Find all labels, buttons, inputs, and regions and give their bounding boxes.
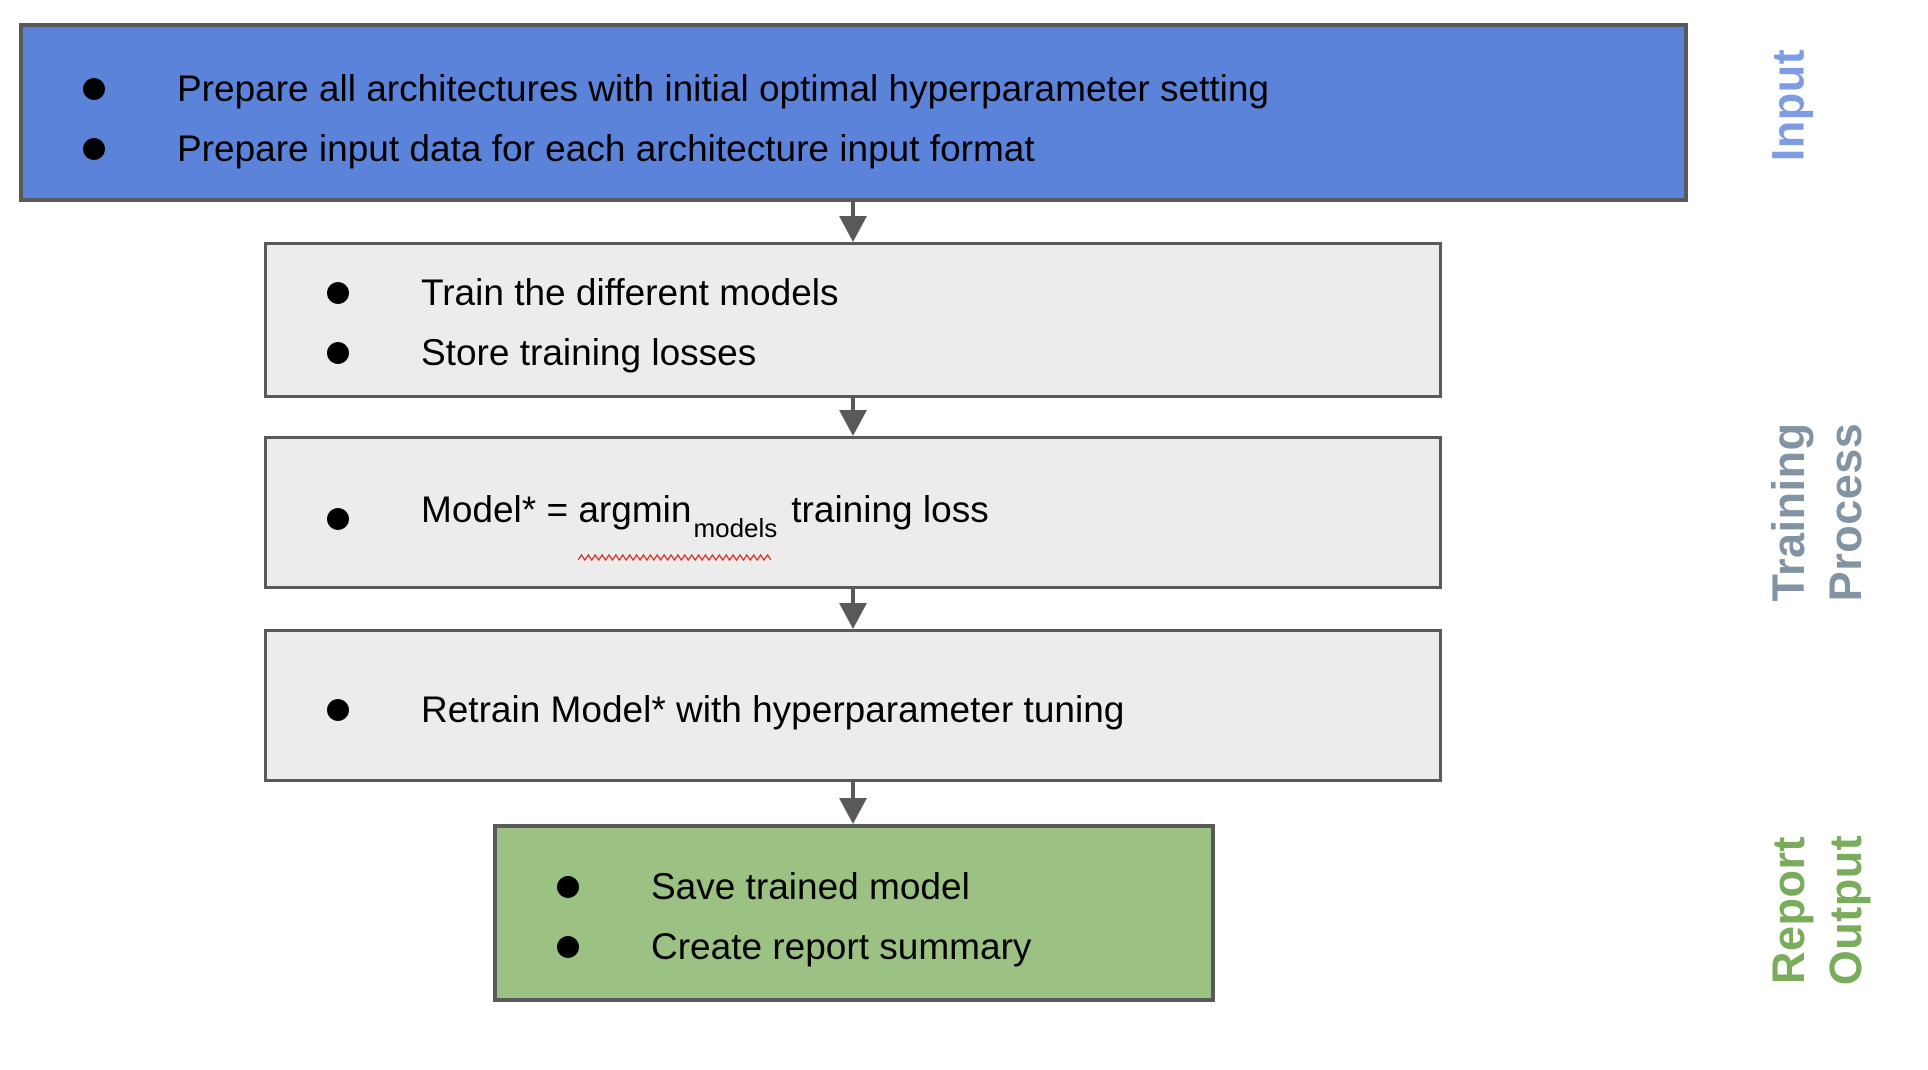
list-item-text: Prepare input data for each architecture… <box>177 128 1035 169</box>
equation-suffix: training loss <box>791 489 989 530</box>
arrow-stem <box>851 396 855 410</box>
flow-step-select-model: Model* = argminmodels training loss <box>264 436 1442 589</box>
list-item-text: Save trained model <box>651 866 970 907</box>
stage-label-input: Input <box>1762 48 1814 162</box>
stage-label-training-process: Training Process <box>1763 422 1871 602</box>
list-item-text: Create report summary <box>651 926 1032 967</box>
flow-step-retrain: Retrain Model* with hyperparameter tunin… <box>264 629 1442 782</box>
flow-step-output: Save trained model Create report summary <box>493 824 1215 1002</box>
argmin-operator: argmin <box>578 489 692 530</box>
arrow-head <box>839 603 867 629</box>
list-item: Save trained model <box>497 857 1211 917</box>
list-item: Store training losses <box>267 323 1439 383</box>
flow-arrow-down-icon <box>839 396 867 436</box>
list-item: Retrain Model* with hyperparameter tunin… <box>267 680 1439 740</box>
list-item-text: Store training losses <box>421 332 757 373</box>
spellcheck-squiggle-icon <box>578 553 772 562</box>
equation: Model* = argminmodels training loss <box>421 480 989 562</box>
flow-arrow-down-icon <box>839 782 867 824</box>
list-item-text: Prepare all architectures with initial o… <box>177 68 1270 109</box>
bullet-icon <box>327 508 349 530</box>
list-item: Prepare all architectures with initial o… <box>23 59 1684 119</box>
list-item: Model* = argminmodels training loss <box>267 489 1439 562</box>
bullet-icon <box>557 936 579 958</box>
list-item-text: Retrain Model* with hyperparameter tunin… <box>421 689 1125 730</box>
bullet-icon <box>557 876 579 898</box>
equation-prefix: Model* = <box>421 489 579 530</box>
argmin-subscript: models <box>693 513 778 543</box>
arrow-head <box>839 798 867 824</box>
arrow-stem <box>851 589 855 603</box>
flow-step-train: Train the different models Store trainin… <box>264 242 1442 398</box>
bullet-icon <box>327 282 349 304</box>
flow-step-input: Prepare all architectures with initial o… <box>19 23 1688 202</box>
arrow-stem <box>851 202 855 216</box>
bullet-icon <box>83 78 105 100</box>
flow-arrow-down-icon <box>839 202 867 242</box>
bullet-icon <box>327 699 349 721</box>
arrow-head <box>839 216 867 242</box>
arrow-stem <box>851 782 855 798</box>
bullet-icon <box>327 342 349 364</box>
bullet-icon <box>83 138 105 160</box>
flow-arrow-down-icon <box>839 589 867 629</box>
list-item-text: Train the different models <box>421 272 839 313</box>
misspelled-term: argminmodels <box>578 480 778 562</box>
list-item: Prepare input data for each architecture… <box>23 119 1684 179</box>
arrow-head <box>839 410 867 436</box>
list-item: Create report summary <box>497 917 1211 977</box>
list-item: Train the different models <box>267 263 1439 323</box>
stage-label-report-output: Report Output <box>1763 834 1871 986</box>
